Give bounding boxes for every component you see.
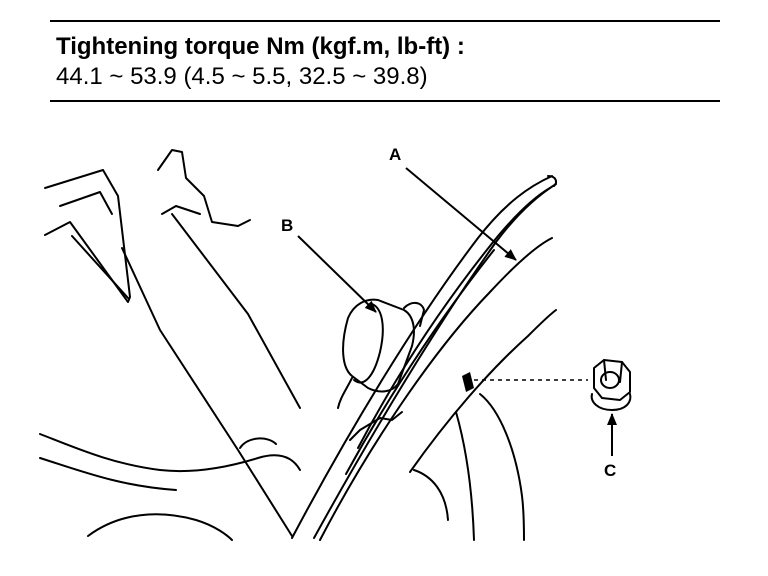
- upper-bracket: [157, 149, 251, 227]
- header-rule-bottom: [50, 100, 720, 102]
- leader-a: [405, 167, 517, 261]
- lower-member-lip: [239, 437, 277, 449]
- upper-bracket-inner: [161, 205, 201, 215]
- nut-c-hex-edge: [603, 359, 623, 383]
- lower-curve-2: [413, 469, 449, 521]
- header-rule-top: [50, 20, 720, 22]
- lower-member: [39, 433, 301, 473]
- torque-spec-heading: Tightening torque Nm (kgf.m, lb-ft) :: [56, 33, 465, 60]
- component-b-cable: [337, 377, 353, 409]
- wheel-arch-2: [479, 393, 525, 541]
- torque-spec-value: 44.1 ~ 53.9 (4.5 ~ 5.5, 32.5 ~ 39.8): [56, 63, 428, 90]
- stud: [462, 372, 474, 392]
- body-panel-outline: [44, 169, 131, 303]
- pillar-left-edge: [121, 247, 293, 537]
- body-panel-inner: [59, 191, 113, 215]
- torque-spec: Tightening torque Nm (kgf.m, lb-ft) : 44…: [56, 32, 716, 92]
- component-b-link: [349, 411, 403, 441]
- component-b-body: [342, 298, 415, 393]
- lower-curve: [87, 513, 233, 541]
- nut-c-hex: [593, 359, 631, 401]
- nut-c-flange: [590, 393, 632, 411]
- side-panel-edge-2: [409, 309, 557, 473]
- side-panel-edge: [319, 237, 553, 541]
- strut-a-rib-2: [345, 249, 495, 475]
- bracket-diagonal: [171, 213, 301, 409]
- wheel-arch: [455, 411, 475, 541]
- body-panel-edge: [71, 235, 129, 299]
- lower-member-edge: [39, 457, 177, 491]
- strut-a-tip: [547, 175, 557, 187]
- component-b-face: [353, 303, 384, 384]
- nut-c-bore: [600, 371, 620, 389]
- component-b-cap: [403, 302, 425, 327]
- strut-a-rib: [357, 187, 551, 449]
- leader-b: [297, 235, 377, 313]
- callout-c: C: [604, 461, 617, 480]
- callout-b: B: [281, 216, 294, 235]
- callout-a: A: [389, 145, 402, 164]
- strut-a-outer: [291, 175, 553, 539]
